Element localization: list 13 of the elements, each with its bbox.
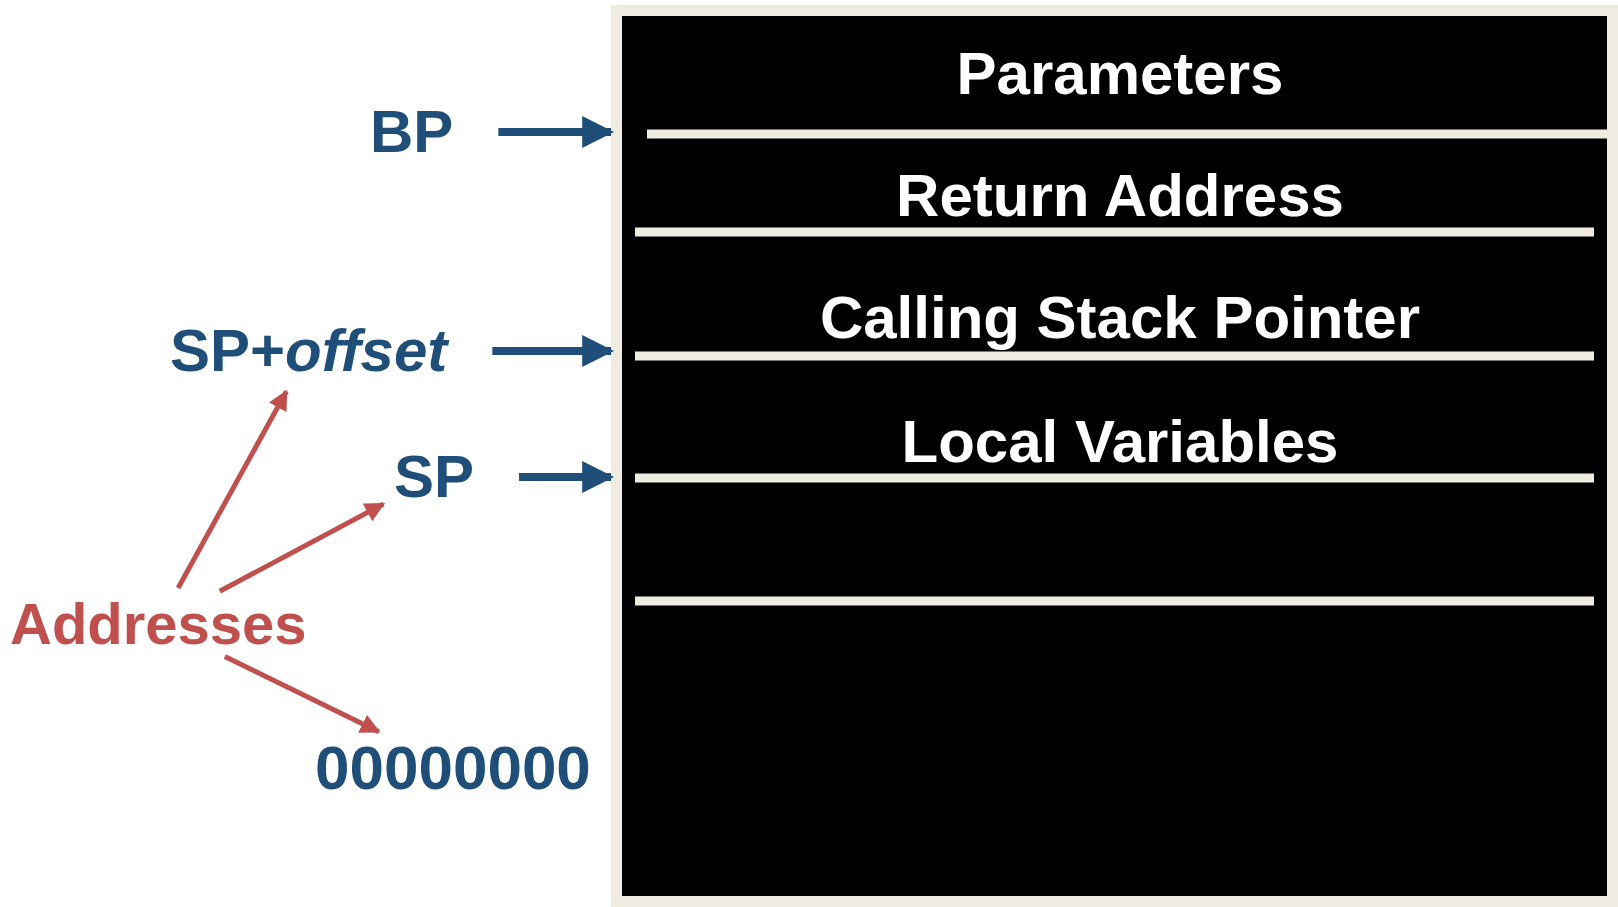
register-label: SP+offset	[170, 321, 448, 381]
stack-row-label: Calling Stack Pointer	[819, 288, 1421, 348]
stack-row-label: Local Variables	[901, 412, 1339, 472]
arrow	[218, 501, 386, 594]
register-label: SP	[394, 447, 475, 507]
stack-frame	[611, 5, 1618, 907]
stack-row-label: Return Address	[896, 166, 1344, 226]
arrow	[175, 389, 289, 590]
stack-row-label: Parameters	[956, 44, 1284, 104]
annotation-label: Addresses	[10, 595, 307, 653]
arrow	[223, 654, 381, 734]
address-label: 00000000	[315, 737, 591, 799]
register-label: BP	[370, 102, 454, 162]
